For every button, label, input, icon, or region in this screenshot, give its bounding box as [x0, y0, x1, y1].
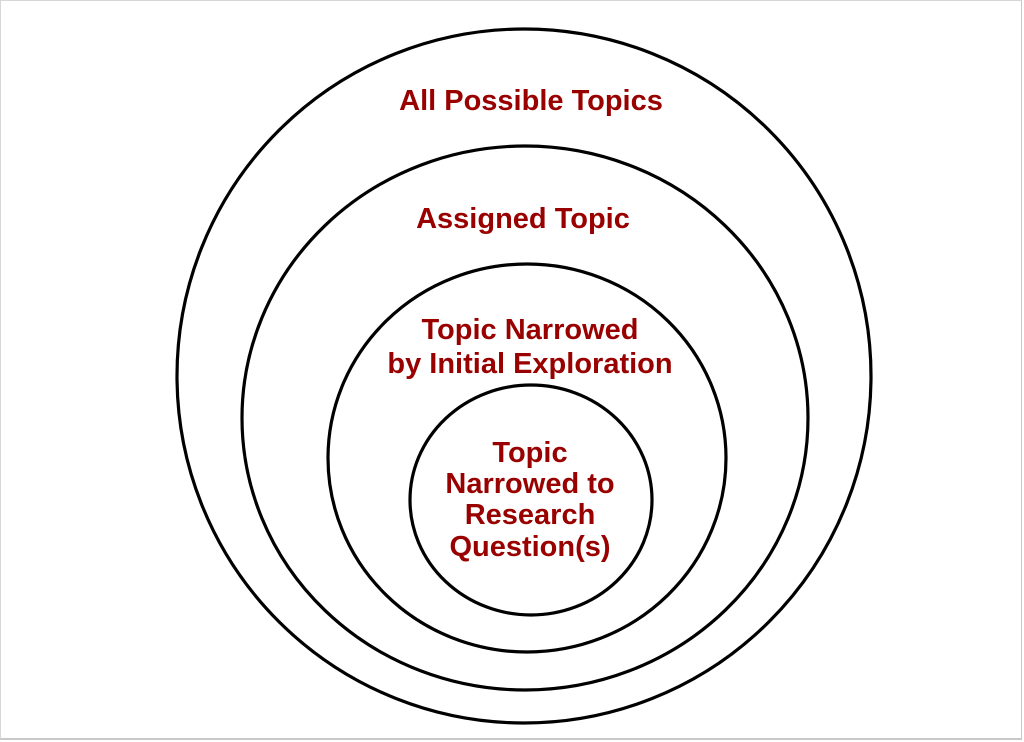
level-research-questions: Topic Narrowed to Research Question(s) [408, 383, 654, 617]
label-research-line3: Research [465, 499, 596, 531]
label-all-possible-topics: All Possible Topics [399, 85, 663, 117]
label-research-line4: Question(s) [449, 531, 610, 563]
label-topic-narrowed-line2: by Initial Exploration [387, 348, 672, 380]
level-narrowed-by-exploration: Topic Narrowed by Initial Exploration [326, 262, 728, 654]
label-assigned-topic: Assigned Topic [416, 203, 630, 235]
second-circle [240, 144, 810, 692]
level-assigned-topic: Assigned Topic [240, 144, 810, 692]
level-all-possible-topics: All Possible Topics [175, 27, 873, 725]
inner-circle [408, 383, 654, 617]
label-research-line1: Topic [492, 437, 567, 469]
outer-circle [175, 27, 873, 725]
label-topic-narrowed-line1: Topic Narrowed [422, 314, 639, 346]
third-circle [326, 262, 728, 654]
label-research-line2: Narrowed to [445, 468, 614, 500]
